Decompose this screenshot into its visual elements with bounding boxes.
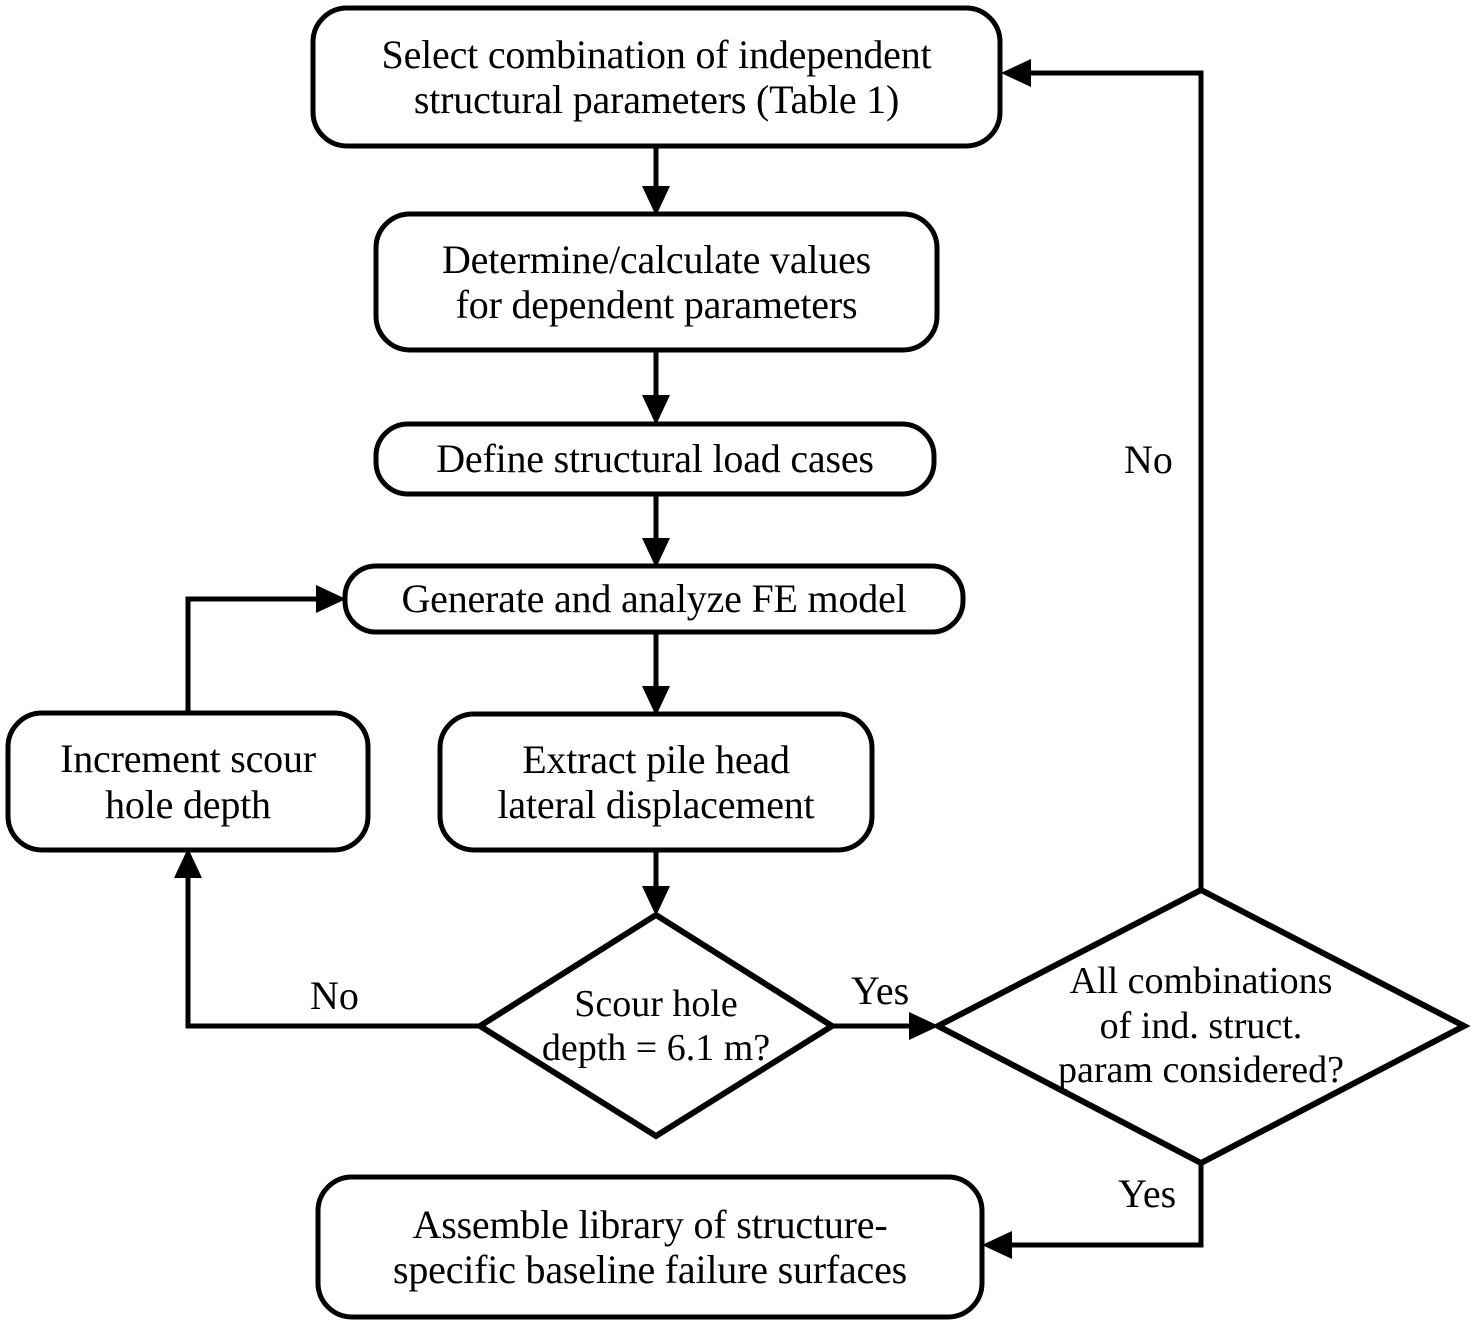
edge-label-yes-combinations: Yes <box>1118 1171 1177 1216</box>
node-combinations-check-shape[interactable] <box>931 886 1471 1167</box>
node-scour-depth-check-shape[interactable] <box>474 911 838 1140</box>
edge-extract-to-scourcheck <box>642 850 670 916</box>
edge-femodel-to-extract <box>642 632 670 716</box>
edge-combinations-no-to-select <box>1001 59 1204 890</box>
node-assemble-library-shape[interactable] <box>315 1174 985 1320</box>
node-increment-scour-shape[interactable] <box>5 710 371 853</box>
node-extract-displacement-shape[interactable] <box>437 711 875 853</box>
edge-scourcheck-no-to-increment <box>174 848 480 1029</box>
node-determine-values-shape[interactable] <box>373 211 940 353</box>
node-select-params-shape[interactable] <box>310 5 1003 149</box>
edge-increment-to-femodel <box>185 585 346 712</box>
edge-select-to-determine <box>642 146 670 216</box>
node-define-load-cases-shape[interactable] <box>373 421 937 497</box>
edge-determine-to-loadcases <box>642 350 670 425</box>
edge-label-no-scour-loop: No <box>310 973 359 1018</box>
edge-loadcases-to-femodel <box>642 494 670 568</box>
edge-label-no-right-loop: No <box>1124 437 1173 482</box>
edge-scourcheck-yes-to-combinations <box>832 1012 939 1040</box>
edge-label-yes-scour: Yes <box>851 968 910 1013</box>
node-generate-fe-model-shape[interactable] <box>342 563 966 635</box>
edge-combinations-yes-to-assemble <box>982 1163 1204 1259</box>
